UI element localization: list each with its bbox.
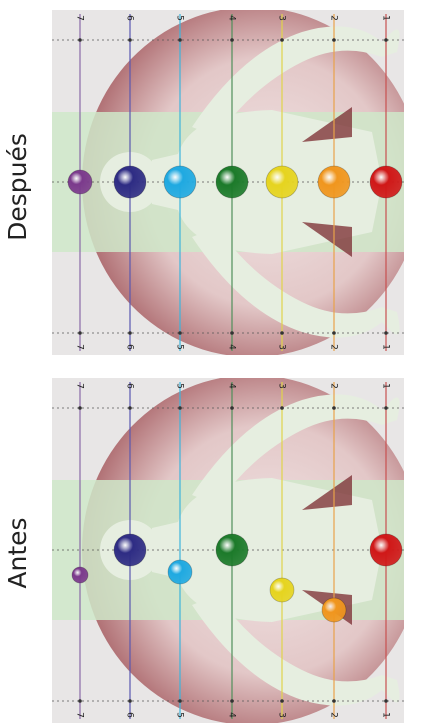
chakra-6	[113, 533, 147, 567]
despues-diagram: 7 7 6 6 5 5 4 4 3 3 2 2 1 1	[52, 10, 404, 355]
line-number-5: 5	[175, 344, 185, 350]
chakra-2	[321, 597, 347, 623]
line-number-7: 7	[75, 712, 85, 718]
line-number-2: 2	[329, 344, 339, 350]
line-number-2: 2	[329, 712, 339, 718]
antes-diagram: 7 7 6 6 5 5 4 4 3 3 2 2 1 1	[52, 378, 404, 723]
chakra-3	[269, 577, 295, 603]
chakra-3	[265, 165, 299, 199]
line-number-4: 4	[227, 344, 237, 350]
chakra-7	[71, 566, 89, 584]
chakra-5	[167, 559, 193, 585]
line-number-7: 7	[75, 15, 85, 21]
chakra-5	[163, 165, 197, 199]
chakra-6	[113, 165, 147, 199]
line-number-6: 6	[125, 15, 135, 21]
line-number-1: 1	[381, 15, 391, 21]
line-number-3: 3	[277, 344, 287, 350]
line-number-6: 6	[125, 383, 135, 389]
line-number-2: 2	[329, 383, 339, 389]
line-number-3: 3	[277, 712, 287, 718]
line-number-3: 3	[277, 15, 287, 21]
chakra-2	[317, 165, 351, 199]
line-number-2: 2	[329, 15, 339, 21]
line-number-4: 4	[227, 383, 237, 389]
antes-panel: 7 7 6 6 5 5 4 4 3 3 2 2 1 1	[52, 378, 404, 723]
chakra-1	[369, 533, 403, 567]
line-number-1: 1	[381, 383, 391, 389]
line-number-6: 6	[125, 344, 135, 350]
line-number-7: 7	[75, 383, 85, 389]
line-number-1: 1	[381, 712, 391, 718]
line-number-1: 1	[381, 344, 391, 350]
line-number-5: 5	[175, 383, 185, 389]
chakra-1	[369, 165, 403, 199]
line-number-5: 5	[175, 15, 185, 21]
line-number-4: 4	[227, 712, 237, 718]
line-number-6: 6	[125, 712, 135, 718]
chakra-4	[215, 165, 249, 199]
chakra-7	[67, 169, 93, 195]
line-number-4: 4	[227, 15, 237, 21]
line-number-3: 3	[277, 383, 287, 389]
line-number-7: 7	[75, 344, 85, 350]
line-number-5: 5	[175, 712, 185, 718]
despues-panel: 7 7 6 6 5 5 4 4 3 3 2 2 1 1	[52, 10, 404, 355]
chakra-4	[215, 533, 249, 567]
antes-title: Antes	[3, 517, 32, 589]
despues-title: Después	[3, 133, 32, 241]
